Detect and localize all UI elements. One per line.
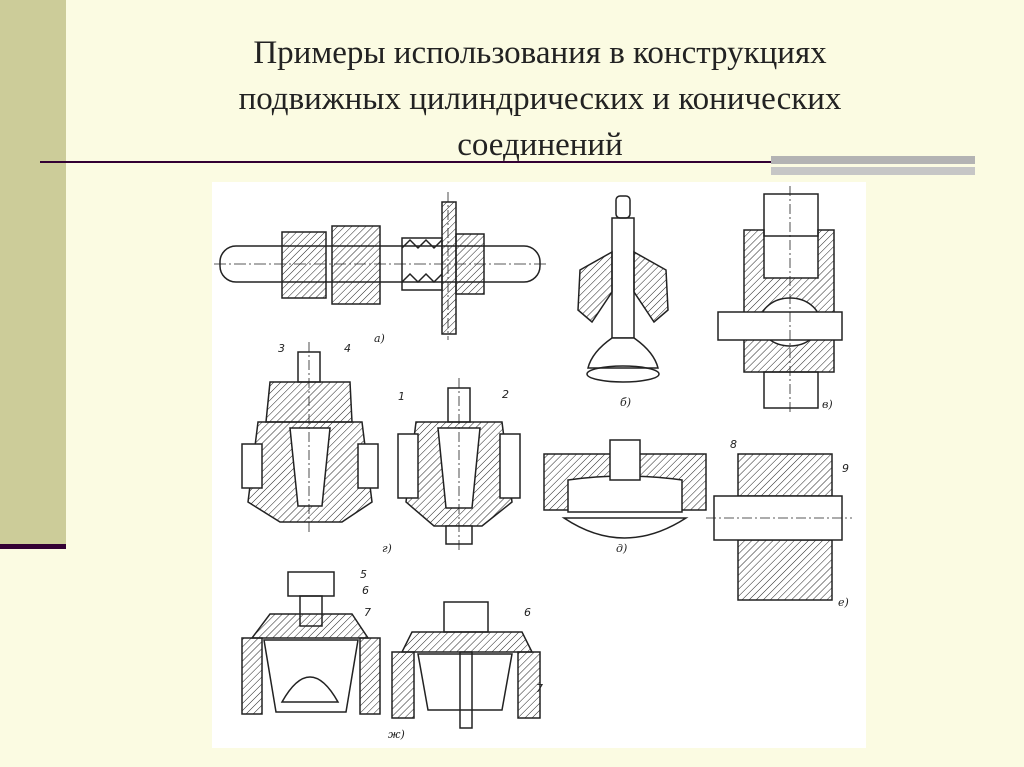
accent-bar xyxy=(771,156,975,164)
part-number-4: 4 xyxy=(344,342,351,355)
part-number-5: 5 xyxy=(360,568,367,581)
label-d: д) xyxy=(616,542,627,555)
fig-e-tapered-joint xyxy=(706,453,852,601)
part-number-6-left: 6 xyxy=(362,584,369,597)
part-number-1: 1 xyxy=(398,390,405,403)
part-number-6-right: 6 xyxy=(524,606,531,619)
part-number-9: 9 xyxy=(842,462,849,475)
label-g: г) xyxy=(382,542,392,555)
fig-b-valve xyxy=(577,195,669,383)
title-line-3: соединений xyxy=(457,127,623,163)
part-number-3: 3 xyxy=(278,342,285,355)
accent-bar-lower xyxy=(771,167,975,175)
part-number-7-right: 7 xyxy=(536,682,543,695)
fig-d-valve-seat xyxy=(543,439,707,539)
fig-zh-tapered-plugs xyxy=(241,571,541,729)
slide-title: Примеры использования в конструкциях под… xyxy=(150,30,930,168)
label-b: б) xyxy=(620,396,631,409)
title-line-1: Примеры использования в конструкциях xyxy=(253,35,827,71)
title-divider xyxy=(40,161,975,163)
label-v: в) xyxy=(822,398,833,411)
part-number-8: 8 xyxy=(730,438,737,451)
left-sidebar xyxy=(0,0,66,548)
sidebar-edge xyxy=(0,544,66,549)
fig-v-hinge xyxy=(717,186,843,414)
part-number-2: 2 xyxy=(502,388,509,401)
label-a: а) xyxy=(374,332,385,345)
part-number-7-left: 7 xyxy=(364,606,371,619)
label-e: е) xyxy=(838,596,849,609)
fig-g-plug-valves xyxy=(241,342,521,550)
title-line-2: подвижных цилиндрических и конических xyxy=(238,81,842,117)
technical-drawing: а) б) в) г) 3 4 1 2 xyxy=(212,182,866,748)
label-zh: ж) xyxy=(388,728,405,741)
fig-a-shaft-assembly xyxy=(214,192,548,340)
